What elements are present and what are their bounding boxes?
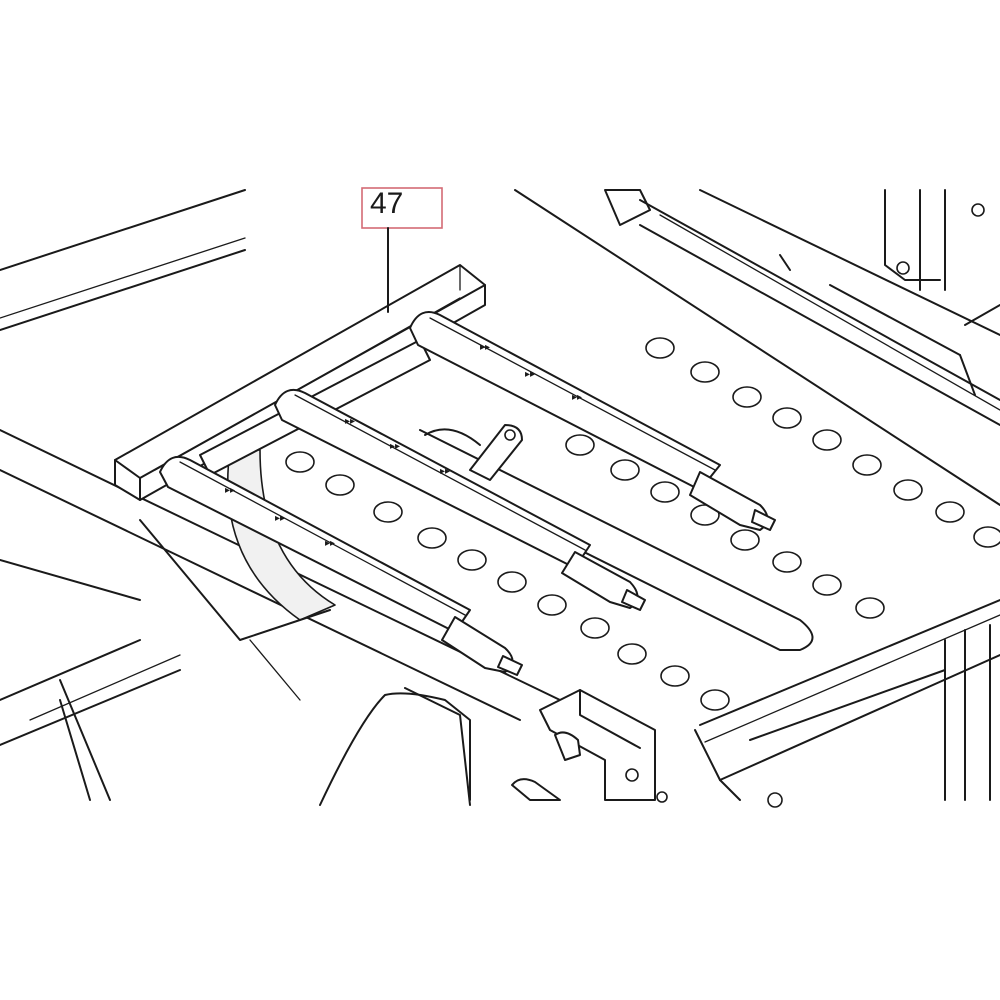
end-bracket [511, 689, 668, 803]
callout-box [361, 187, 443, 229]
svg-text:▸▸: ▸▸ [225, 485, 235, 496]
svg-text:▸▸: ▸▸ [345, 416, 355, 427]
callout-47: 47 [361, 187, 443, 313]
callout-label: 47 [370, 187, 403, 220]
tray-holes [285, 337, 1000, 711]
perforated-tray [285, 337, 1000, 808]
svg-text:▸▸: ▸▸ [390, 441, 400, 452]
svg-text:▸▸: ▸▸ [480, 342, 490, 353]
svg-text:▸▸: ▸▸ [572, 392, 582, 403]
cable [319, 687, 471, 806]
back-rail [604, 189, 1000, 426]
svg-text:▸▸: ▸▸ [325, 538, 335, 549]
svg-text:▸▸: ▸▸ [525, 369, 535, 380]
roller-1: ▸▸ ▸▸ ▸▸ [159, 456, 523, 676]
link-arm [424, 424, 523, 481]
svg-text:▸▸: ▸▸ [440, 466, 450, 477]
roller-3: ▸▸ ▸▸ ▸▸ [409, 311, 776, 531]
roller-2: ▸▸ ▸▸ ▸▸ [274, 389, 646, 611]
svg-text:▸▸: ▸▸ [275, 513, 285, 524]
